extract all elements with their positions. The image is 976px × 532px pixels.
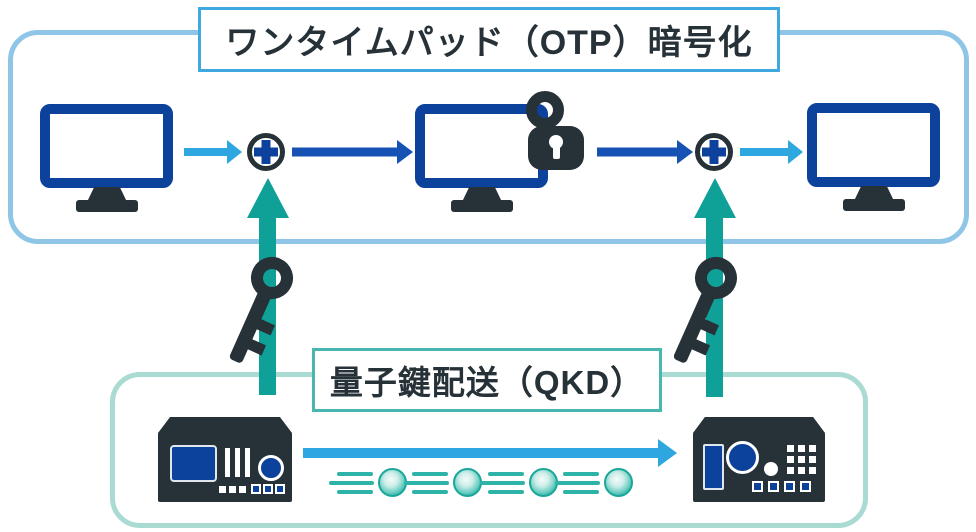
device-knob <box>258 455 284 481</box>
device-dial <box>726 441 759 474</box>
device-keypad-grid <box>787 445 816 474</box>
key-up-arrow-right-icon <box>694 178 736 397</box>
photon-ball <box>604 468 633 497</box>
ciphertext-arrow-left-icon <box>292 138 413 166</box>
qkd-title-box: 量子鍵配送（QKD） <box>312 348 662 412</box>
device-indicator-light <box>764 462 778 476</box>
receiver-computer-icon <box>807 103 941 213</box>
monitor-base <box>843 199 905 211</box>
otp-title-label: ワンタイムパッド（OTP）暗号化 <box>225 24 753 62</box>
decrypted-arrow-icon <box>740 138 803 166</box>
device-buttons-white <box>219 486 246 493</box>
device-buttons-blue <box>752 481 811 492</box>
photon-icon <box>555 468 633 498</box>
device-top <box>158 417 292 433</box>
qkd-transmitter-icon <box>158 417 292 502</box>
device-display <box>170 445 217 482</box>
photon-icon <box>404 468 482 498</box>
xor-decrypt-icon <box>695 133 733 171</box>
photon-ball <box>453 468 482 497</box>
lock-shackle <box>526 91 564 129</box>
otp-title-box: ワンタイムパッド（OTP）暗号化 <box>198 7 780 72</box>
monitor-stand <box>854 186 894 201</box>
photon-ball <box>378 468 407 497</box>
device-top <box>693 417 825 433</box>
device-panel <box>703 444 724 490</box>
monitor-stand <box>87 187 127 202</box>
keyhole-stem <box>553 145 560 159</box>
monitor-screen <box>807 103 940 187</box>
monitor-screen <box>40 104 173 188</box>
plaintext-arrow-icon <box>184 138 242 166</box>
monitor-base <box>76 200 138 212</box>
sender-computer-icon <box>40 104 174 214</box>
monitor-stand <box>462 187 502 202</box>
device-buttons-blue <box>251 484 285 494</box>
qkd-title-label: 量子鍵配送（QKD） <box>329 364 645 401</box>
lock-icon <box>518 91 586 171</box>
quantum-channel-arrow-icon <box>303 437 677 469</box>
qkd-receiver-icon <box>693 417 825 502</box>
device-vent-bars <box>225 448 250 477</box>
photon-ball <box>529 468 558 497</box>
xor-encrypt-icon <box>247 133 285 171</box>
photon-icon <box>329 468 407 498</box>
ciphertext-arrow-right-icon <box>597 138 693 166</box>
monitor-base <box>451 200 513 212</box>
photon-icon <box>480 468 558 498</box>
